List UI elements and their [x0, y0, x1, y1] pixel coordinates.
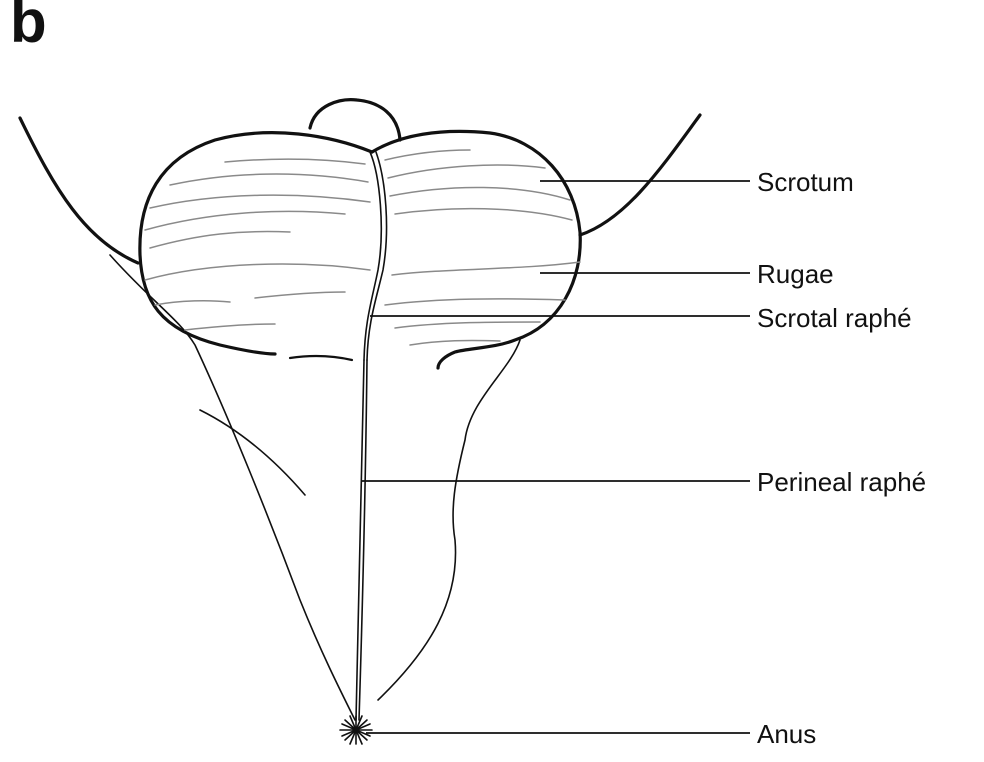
rugae-line — [225, 159, 365, 164]
right-thigh-outline — [580, 115, 700, 235]
penis-outline — [310, 100, 400, 140]
right-perineum-outline — [378, 340, 520, 700]
rugae-line — [255, 292, 345, 298]
label-perineal-raphe: Perineal raphé — [757, 469, 926, 495]
scrotal-raphe-line-2 — [367, 152, 387, 360]
rugae-line — [385, 150, 470, 160]
rugae-line — [145, 264, 370, 280]
rugae-line — [170, 174, 368, 185]
rugae-line — [390, 187, 570, 200]
rugae-line — [395, 322, 540, 328]
label-anus: Anus — [757, 721, 816, 747]
right-scrotal-sac — [372, 131, 580, 368]
rugae-line — [145, 211, 345, 230]
anus-mark — [340, 716, 372, 744]
label-rugae: Rugae — [757, 261, 834, 287]
rugae-line — [150, 232, 290, 248]
left-inner-contour — [200, 410, 305, 495]
rugae-line — [150, 195, 370, 208]
rugae-line — [395, 209, 572, 220]
rugae-line — [185, 324, 275, 330]
left-sac-lower-fragment — [290, 356, 352, 360]
scrotal-raphe-line — [364, 152, 381, 360]
rugae-line — [388, 165, 545, 178]
rugae-line — [155, 301, 230, 305]
label-scrotum: Scrotum — [757, 169, 854, 195]
left-thigh-outline — [20, 118, 138, 263]
rugae-line — [385, 299, 565, 305]
label-scrotal-raphe: Scrotal raphé — [757, 305, 912, 331]
left-perineum-outline — [110, 255, 355, 720]
rugae-line — [410, 340, 500, 345]
